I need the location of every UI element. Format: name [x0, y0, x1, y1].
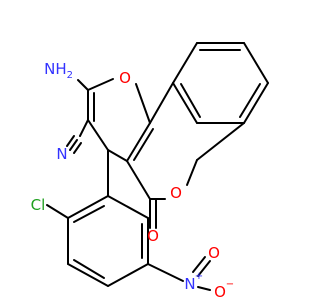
nitro-double-oxygen-label: O — [208, 244, 220, 262]
nitro-oxygen-charge: − — [226, 279, 234, 290]
nitro-nitrogen-charge: + — [195, 271, 203, 282]
chlorine-label: Cl — [31, 196, 46, 214]
chloro-bond — [46, 204, 69, 219]
chromenone-ring — [126, 82, 245, 229]
carbonyl-oxygen-label: O — [147, 227, 159, 245]
lactone-oxygen-label: O — [170, 184, 182, 202]
nitrile-group — [66, 119, 89, 154]
pyran-ring — [87, 78, 151, 162]
nitrile-nitrogen-label: N — [56, 145, 67, 163]
amino-nh2-label: NH2 — [44, 60, 73, 81]
aryl-ring — [67, 149, 149, 287]
benzo-ring — [172, 42, 269, 124]
nitro-nitrogen-label: N — [184, 275, 195, 293]
amino-bond — [77, 79, 89, 91]
pyran-oxygen-label: O — [119, 69, 131, 87]
nitro-group — [147, 256, 211, 291]
molecule-canvas: NH2 O O O N Cl N + O O − — [30, 42, 269, 300]
structure-drawing: NH2 O O O N Cl N + O O − — [31, 42, 269, 300]
nitro-single-oxygen-label: O — [214, 283, 226, 300]
